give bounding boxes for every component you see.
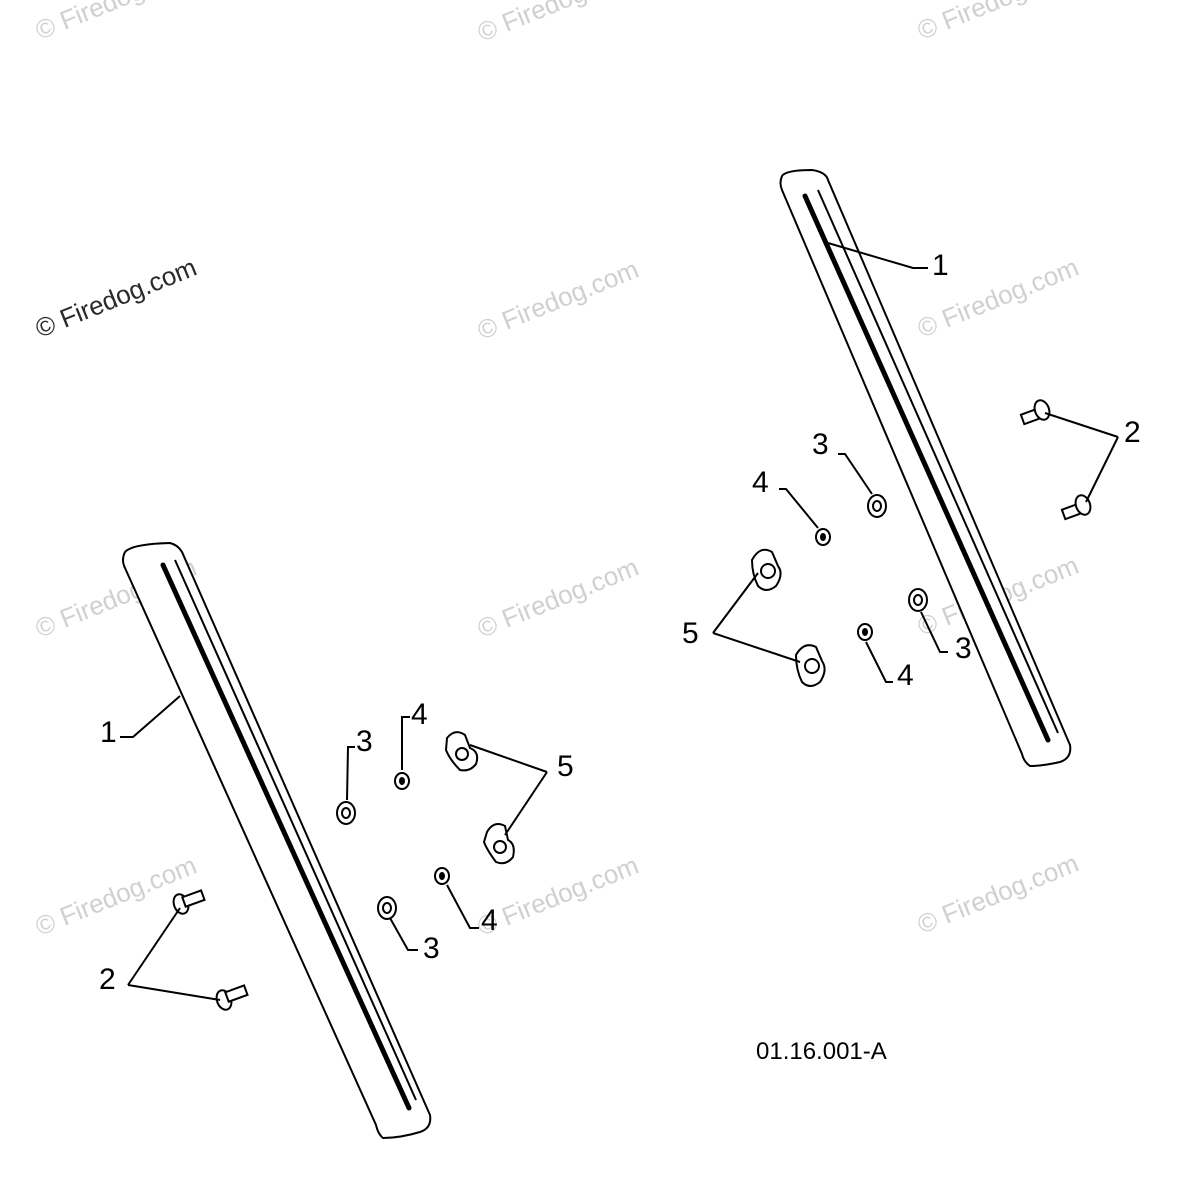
- callout-left-lockwasher-lower: 4: [481, 904, 498, 937]
- callout-right-rail: 1: [932, 249, 949, 282]
- left-bolt: [215, 984, 249, 1011]
- left-washer-lower: [377, 896, 397, 920]
- left-wingnut: [444, 731, 479, 772]
- watermark-primary: © Firedog.com: [31, 252, 201, 344]
- watermark: © Firedog.com: [473, 254, 643, 346]
- watermark: © Firedog.com: [913, 848, 1083, 940]
- callout-left-lockwasher-upper: 4: [411, 698, 428, 731]
- right-washer-lower: [908, 588, 928, 612]
- callout-left-wingnut: 5: [557, 750, 574, 783]
- right-bolt: [1019, 399, 1051, 426]
- callout-left-rail: 1: [100, 716, 117, 749]
- callout-right-bolt: 2: [1124, 416, 1141, 449]
- callout-left-washer-upper: 3: [356, 725, 373, 758]
- callout-labels: 1 2 3 4 5 4 3 1 2 3 4 5 3 4: [99, 249, 1141, 996]
- callout-left-bolt: 2: [99, 963, 116, 996]
- callout-right-lockwasher-upper: 4: [752, 466, 769, 499]
- right-lockwasher-lower: [857, 623, 873, 641]
- callout-left-washer-lower: 3: [423, 932, 440, 965]
- watermark: © Firedog.com: [31, 0, 201, 46]
- right-washer-upper: [867, 494, 887, 518]
- watermark: © Firedog.com: [913, 0, 1083, 46]
- left-lockwasher-lower: [434, 867, 450, 885]
- callout-right-wingnut: 5: [682, 617, 699, 650]
- watermark: © Firedog.com: [473, 552, 643, 644]
- watermark: © Firedog.com: [473, 0, 643, 48]
- left-washer-upper: [336, 801, 356, 825]
- right-rail: [779, 168, 1072, 768]
- callout-right-washer-lower: 3: [955, 632, 972, 665]
- callout-right-washer-upper: 3: [812, 428, 829, 461]
- left-lockwasher-upper: [394, 772, 410, 790]
- right-lockwasher-upper: [815, 528, 831, 546]
- left-bolt: [172, 889, 206, 915]
- diagram-code: 01.16.001-A: [756, 1038, 887, 1065]
- right-wingnut: [750, 548, 782, 591]
- left-rail: [122, 541, 432, 1140]
- callout-right-lockwasher-lower: 4: [897, 659, 914, 692]
- leader-lines: [120, 242, 1119, 1001]
- right-wingnut: [794, 644, 826, 687]
